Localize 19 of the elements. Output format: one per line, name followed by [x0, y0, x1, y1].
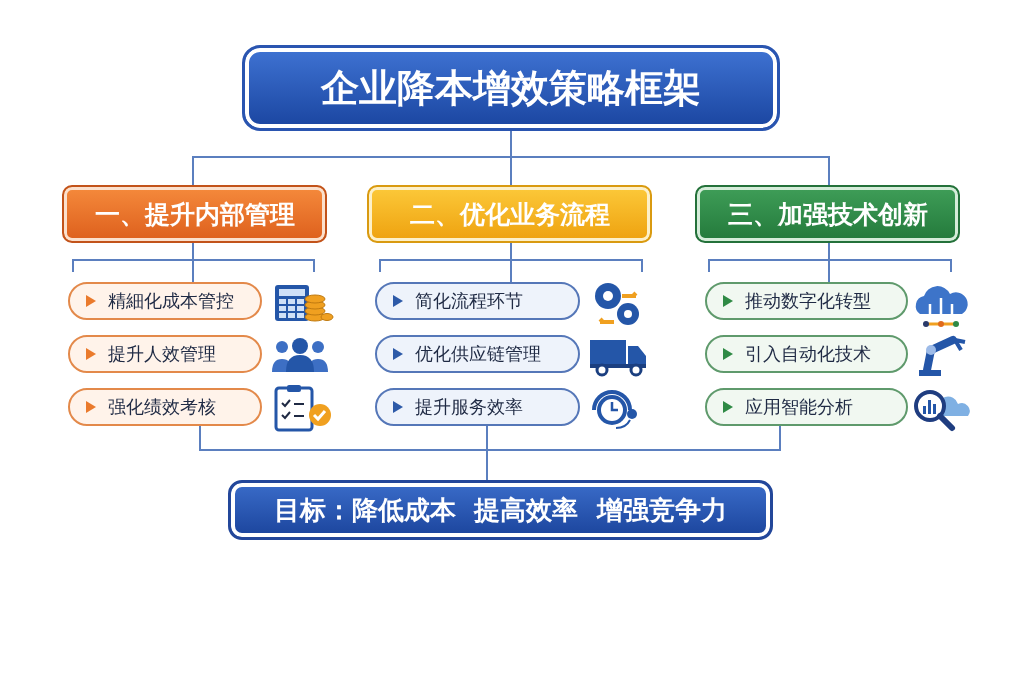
- item-pill: 优化供应链管理: [375, 335, 580, 373]
- item-pill: 强化绩效考核: [68, 388, 262, 426]
- category-banner: 一、提升内部管理: [62, 185, 327, 243]
- connector-line: [510, 130, 830, 186]
- item-pill: 引入自动化技术: [705, 335, 908, 373]
- item-pill: 提升人效管理: [68, 335, 262, 373]
- item-pill: 推动数字化转型: [705, 282, 908, 320]
- title-banner: 企业降本增效策略框架: [242, 45, 780, 131]
- item-pill: 提升服务效率: [375, 388, 580, 426]
- category-banner: 二、优化业务流程: [367, 185, 652, 243]
- goal-banner: 目标：降低成本 提高效率 增强竞争力: [228, 480, 773, 540]
- connector-line: [486, 425, 781, 481]
- item-pill: 精細化成本管控: [68, 282, 262, 320]
- connector-line: [510, 242, 512, 283]
- connector-line: [828, 242, 830, 283]
- item-pill: 应用智能分析: [705, 388, 908, 426]
- item-pill: 简化流程环节: [375, 282, 580, 320]
- category-banner: 三、加强技术创新: [695, 185, 960, 243]
- connector-line: [192, 242, 194, 283]
